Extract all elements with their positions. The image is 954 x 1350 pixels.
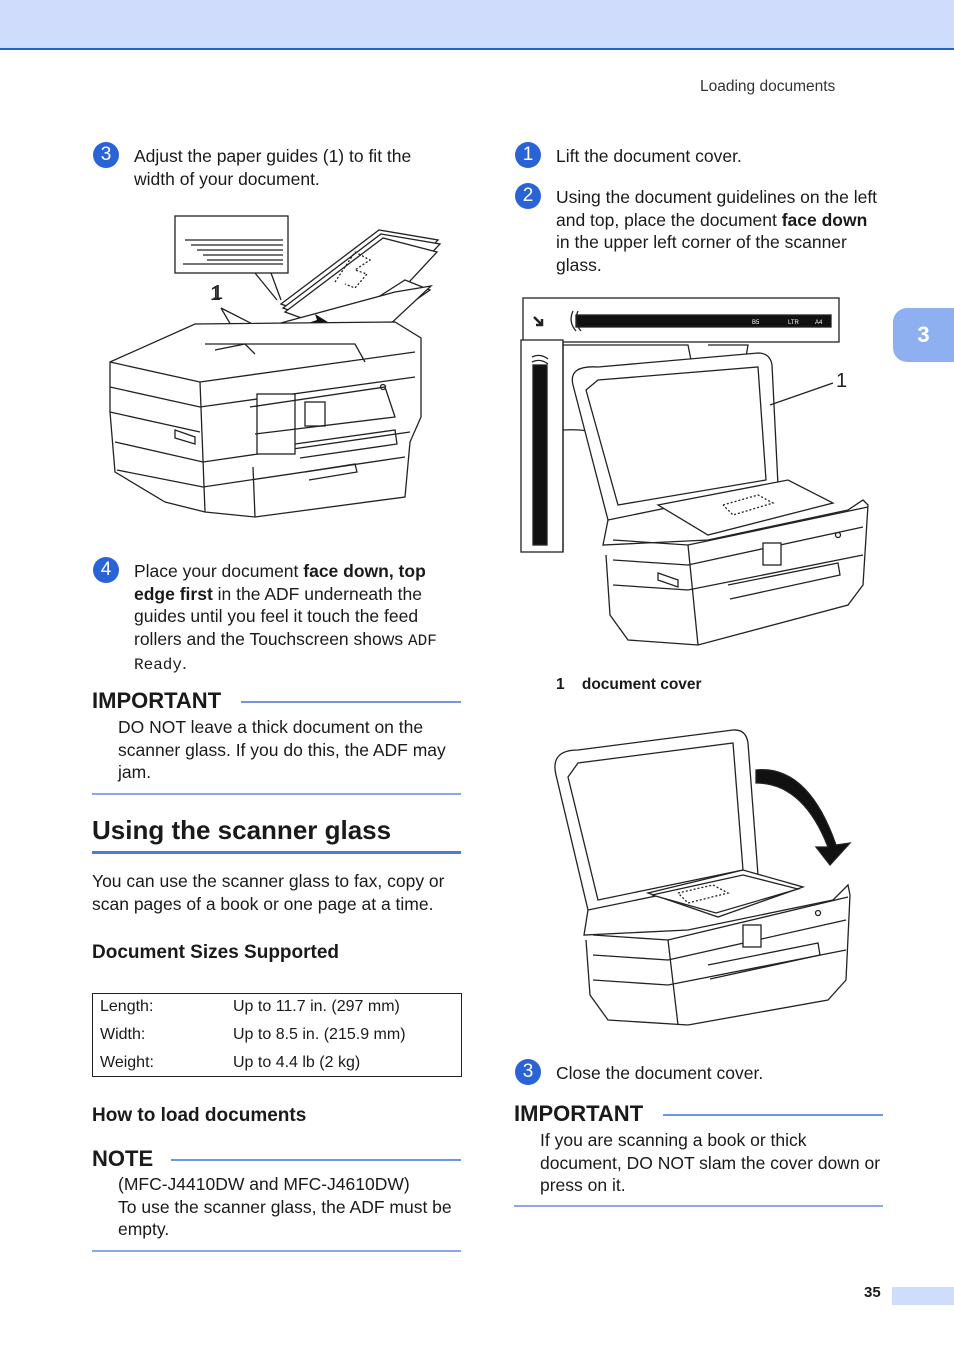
important-text-right: If you are scanning a book or thick docu… — [540, 1130, 881, 1195]
step-text: Adjust the paper guides (1) to fit the w… — [134, 146, 412, 189]
step-3-close-cover: 3 Close the document cover. — [515, 1059, 885, 1089]
chapter-tab: 3 — [893, 308, 954, 362]
section-intro: You can use the scanner glass to fax, co… — [92, 871, 445, 914]
important-end-rule-right — [514, 1205, 883, 1207]
note-heading: NOTE — [92, 1146, 154, 1171]
step-number-badge: 3 — [515, 1059, 541, 1085]
note-text: (MFC-J4410DW and MFC-J4610DW) To use the… — [118, 1174, 452, 1239]
note-end-rule — [92, 1250, 461, 1252]
step-number-badge: 4 — [93, 557, 119, 583]
size-label-weight: Weight: — [100, 1054, 154, 1071]
adf-printer-illustration: 1 — [109, 215, 442, 518]
important-end-rule — [92, 793, 461, 795]
svg-text:1: 1 — [210, 283, 221, 305]
important-rule-right — [663, 1114, 883, 1116]
important-rule — [241, 701, 461, 703]
important-text: DO NOT leave a thick document on the sca… — [118, 717, 446, 782]
important-heading-right: IMPORTANT — [514, 1101, 644, 1126]
note-rule — [171, 1159, 461, 1161]
sizes-heading: Document Sizes Supported — [92, 942, 340, 963]
figure-caption: 1 document cover — [556, 676, 702, 693]
close-cover-illustration — [554, 729, 852, 1026]
step-1-lift-cover: 1 Lift the document cover. — [515, 142, 885, 172]
step-number-badge: 1 — [515, 142, 541, 168]
howto-heading: How to load documents — [92, 1105, 307, 1126]
scanner-glass-illustration: B5 LTR A4 1 — [520, 297, 869, 646]
important-heading: IMPORTANT — [92, 688, 222, 713]
size-value-length: Up to 11.7 in. (297 mm) — [233, 998, 400, 1015]
step-4-place-document: 4 Place your document face down, top edg… — [93, 557, 463, 675]
size-value-weight: Up to 4.4 lb (2 kg) — [233, 1054, 361, 1071]
guide-label-ltr: LTR — [788, 320, 800, 326]
section-title: Using the scanner glass — [92, 815, 392, 845]
top-header-bar — [0, 0, 954, 50]
step-number-badge: 3 — [93, 142, 119, 168]
figure-callout-1-cover: 1 — [836, 370, 847, 392]
sizes-table: Length: Up to 11.7 in. (297 mm) Width: U… — [92, 993, 462, 1077]
step-text: Using the document guidelines on the lef… — [556, 187, 878, 275]
step-text: Close the document cover. — [556, 1063, 764, 1083]
guide-label-a4: A4 — [815, 320, 823, 326]
running-header: Loading documents — [700, 78, 836, 95]
guide-label-b5: B5 — [752, 320, 760, 326]
step-text: Place your document face down, top edge … — [134, 561, 437, 675]
size-value-width: Up to 8.5 in. (215.9 mm) — [233, 1026, 406, 1043]
step-text: Lift the document cover. — [556, 146, 742, 166]
step-number-badge: 2 — [515, 183, 541, 209]
display-message: ADF Ready — [134, 631, 437, 675]
size-label-length: Length: — [100, 998, 154, 1015]
step-3-adjust-guides: 3 Adjust the paper guides (1) to fit the… — [93, 142, 463, 192]
page-number: 35 — [864, 1284, 881, 1301]
step-2-place-on-glass: 2 Using the document guidelines on the l… — [515, 183, 885, 278]
figure-callout-1: 1 — [212, 282, 224, 304]
section-title-rule — [92, 851, 461, 854]
size-label-width: Width: — [100, 1026, 146, 1043]
page-number-bar — [892, 1287, 954, 1305]
